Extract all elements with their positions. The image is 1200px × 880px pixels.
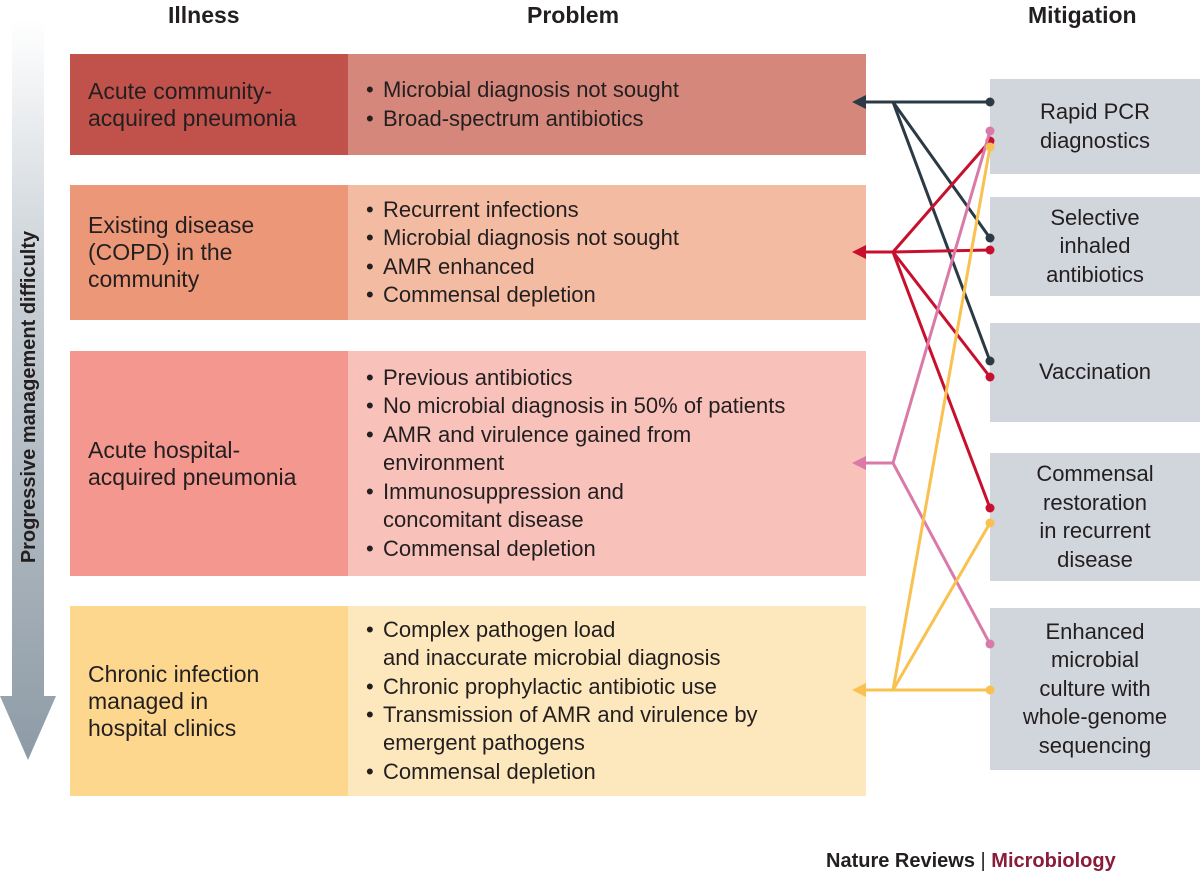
- bullet-dot: •: [366, 196, 374, 222]
- problem-bullet: • Previous antibiotics: [366, 364, 866, 392]
- connector-dot: [985, 245, 995, 255]
- mitigation-box-vaccination: Vaccination: [990, 323, 1200, 422]
- problem-column-header: Problem: [527, 2, 620, 28]
- problem-bullet: • Chronic prophylactic antibiotic use: [366, 673, 866, 701]
- mitigation-box-commensal-restoration: Commensal restoration in recurrent disea…: [990, 453, 1200, 581]
- problem-bullet: • Recurrent infections: [366, 196, 866, 224]
- arrowhead: [852, 95, 866, 109]
- bullet-dot: •: [366, 616, 374, 642]
- connector-line: [891, 146, 992, 691]
- publisher-name: Nature Reviews: [826, 850, 975, 872]
- connector-dot: [985, 639, 995, 649]
- difficulty-arrow: [0, 20, 56, 760]
- problem-text: Microbial diagnosis not sought: [383, 225, 679, 251]
- problem-bullet: • Broad-spectrum antibiotics: [366, 105, 866, 133]
- problem-bullet: • AMR enhanced: [366, 253, 866, 281]
- problem-cell: • Recurrent infections • Microbial diagnosi…: [348, 185, 866, 320]
- connector-dot: [985, 97, 995, 107]
- problem-cell: • Previous antibiotics • No microbial diagn…: [348, 351, 866, 576]
- bullet-dot: •: [366, 77, 374, 103]
- arrowhead: [852, 456, 866, 470]
- bullet-dot: •: [366, 393, 374, 419]
- illness-cell: Acute community- acquired pneumonia: [70, 54, 348, 155]
- connector-line: [892, 248, 991, 254]
- journal-credit: Nature Reviews | Microbiology: [826, 850, 1116, 873]
- connector-dot: [985, 518, 995, 528]
- problem-text: Broad-spectrum antibiotics: [383, 105, 644, 131]
- connector-dot: [985, 233, 995, 243]
- bullet-dot: •: [366, 365, 374, 391]
- problem-text: Immunosuppression and concomitant diseas…: [383, 478, 624, 533]
- illness-cell: Acute hospital- acquired pneumonia: [70, 351, 348, 576]
- illness-cell: Chronic infection managed in hospital cl…: [70, 606, 348, 796]
- connector-line: [891, 251, 992, 378]
- bullet-dot: •: [366, 673, 374, 699]
- problem-text: AMR and virulence gained from environmen…: [383, 421, 692, 476]
- bullet-dot: •: [366, 281, 374, 307]
- connector-line: [891, 101, 992, 362]
- problem-bullet: • Transmission of AMR and virulence by em…: [366, 701, 866, 758]
- connector-dot: [985, 503, 995, 513]
- connector-dot: [985, 142, 995, 152]
- credit-separator: |: [980, 850, 986, 872]
- connector-line: [891, 140, 992, 253]
- connector-line: [891, 251, 992, 509]
- bullet-dot: •: [366, 702, 374, 727]
- bullet-dot: •: [366, 478, 374, 504]
- connector-dot: [985, 356, 995, 366]
- connector-line: [891, 522, 992, 691]
- problem-bullet: • Commensal depletion: [366, 758, 866, 786]
- problem-text: Microbial diagnosis not sought: [383, 77, 679, 103]
- problem-bullet: • Microbial diagnosis not sought: [366, 224, 866, 252]
- bullet-dot: •: [366, 225, 374, 251]
- connector-line: [891, 101, 992, 239]
- problem-text: Chronic prophylactic antibiotic use: [383, 673, 717, 699]
- mitigation-box-enhanced-culture: Enhanced microbial culture with whole-ge…: [990, 608, 1200, 770]
- problem-cell: • Complex pathogen load and inaccurate mi…: [348, 606, 866, 796]
- problem-text: Transmission of AMR and virulence by eme…: [383, 702, 758, 756]
- connector-dot: [985, 126, 995, 136]
- problem-text: Complex pathogen load and inaccurate mic…: [383, 616, 721, 671]
- problem-bullet: • Commensal depletion: [366, 535, 866, 563]
- problem-bullet: • No microbial diagnosis in 50% of patien…: [366, 392, 866, 420]
- mitigation-box-rapid-pcr: Rapid PCR diagnostics: [990, 79, 1200, 174]
- arrowhead: [852, 245, 866, 259]
- bullet-dot: •: [366, 105, 374, 131]
- problem-bullet: • Complex pathogen load and inaccurate mi…: [366, 616, 866, 673]
- problem-bullet: • Microbial diagnosis not sought: [366, 76, 866, 104]
- problem-text: Previous antibiotics: [383, 365, 573, 391]
- connector-dot: [985, 372, 995, 382]
- problem-text: Commensal depletion: [383, 758, 596, 784]
- problem-cell: • Microbial diagnosis not sought • Broad-sp…: [348, 54, 866, 155]
- mitigation-column-header: Mitigation: [1028, 2, 1137, 28]
- arrowhead: [852, 683, 866, 697]
- bullet-dot: •: [366, 421, 374, 447]
- problem-bullet: • AMR and virulence gained from environme…: [366, 421, 866, 478]
- problem-text: AMR enhanced: [383, 253, 535, 279]
- illness-column-header: Illness: [168, 2, 240, 28]
- bullet-dot: •: [366, 253, 374, 279]
- illness-cell: Existing disease (COPD) in the community: [70, 185, 348, 320]
- connector-line: [891, 462, 992, 645]
- problem-text: Commensal depletion: [383, 281, 596, 307]
- connector-dot: [985, 685, 995, 695]
- journal-name: Microbiology: [991, 850, 1116, 872]
- problem-bullet: • Immunosuppression and concomitant disea…: [366, 478, 866, 535]
- mitigation-box-inhaled-antibiotics: Selective inhaled antibiotics: [990, 197, 1200, 296]
- bullet-dot: •: [366, 758, 374, 784]
- problem-text: Commensal depletion: [383, 535, 596, 561]
- problem-text: Recurrent infections: [383, 196, 579, 222]
- problem-text: No microbial diagnosis in 50% of patient…: [383, 393, 786, 419]
- connector-line: [891, 130, 992, 464]
- problem-bullet: • Commensal depletion: [366, 281, 866, 309]
- bullet-dot: •: [366, 535, 374, 561]
